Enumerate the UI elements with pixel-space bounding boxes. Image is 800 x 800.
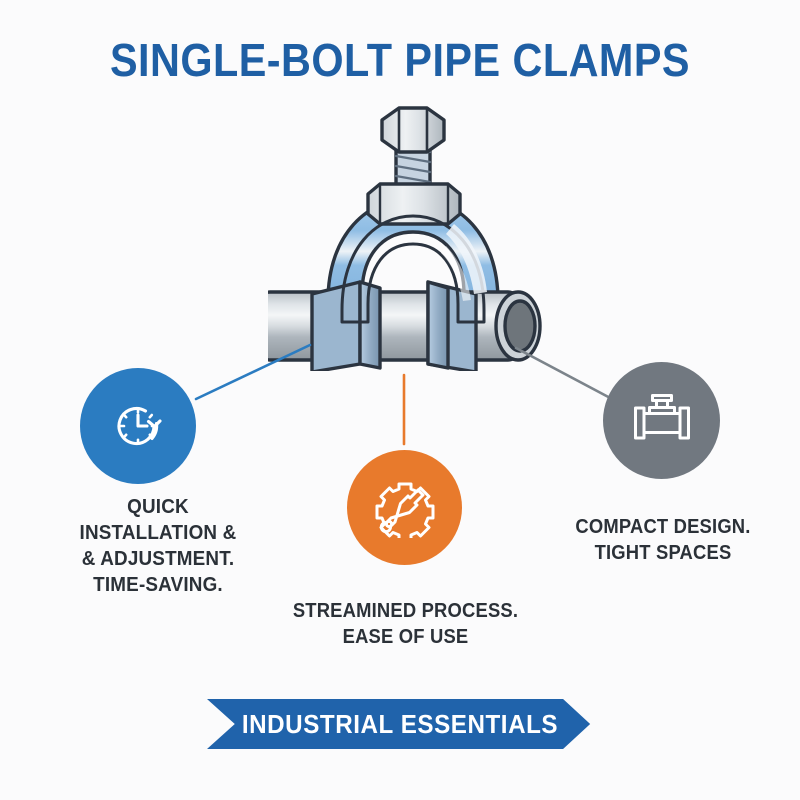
caption-line: COMPACT DESIGN. bbox=[575, 516, 751, 538]
caption-streamlined-process: STREAMINED PROCESS. EASE OF USE bbox=[288, 598, 523, 650]
badge-quick-installation[interactable] bbox=[80, 368, 196, 484]
industrial-essentials-ribbon: INDUSTRIAL ESSENTIALS bbox=[207, 698, 594, 750]
ribbon-label: INDUSTRIAL ESSENTIALS bbox=[241, 708, 559, 739]
badge-streamlined-process[interactable] bbox=[347, 450, 462, 565]
badge-compact-design[interactable] bbox=[603, 362, 720, 479]
caption-line: QUICK bbox=[127, 495, 189, 518]
caption-line: STREAMINED PROCESS. bbox=[292, 600, 519, 622]
pipe-valve-icon bbox=[632, 393, 692, 449]
caption-line: EASE OF USE bbox=[342, 626, 469, 648]
caption-line: INSTALLATION & bbox=[79, 521, 237, 544]
caption-line: & ADJUSTMENT. bbox=[81, 547, 235, 570]
caption-compact-design: COMPACT DESIGN. TIGHT SPACES bbox=[557, 514, 769, 566]
caption-line: TIGHT SPACES bbox=[594, 542, 732, 564]
wrench-gear-icon bbox=[375, 478, 435, 538]
caption-line: TIME-SAVING. bbox=[93, 573, 223, 596]
caption-quick-installation: QUICK INSTALLATION & & ADJUSTMENT. TIME-… bbox=[48, 494, 269, 598]
clock-rotate-icon bbox=[107, 395, 169, 457]
page-title: SINGLE-BOLT PIPE CLAMPS bbox=[109, 34, 690, 86]
pipe-clamp-illustration bbox=[268, 96, 558, 371]
ribbon-shape bbox=[207, 699, 593, 749]
